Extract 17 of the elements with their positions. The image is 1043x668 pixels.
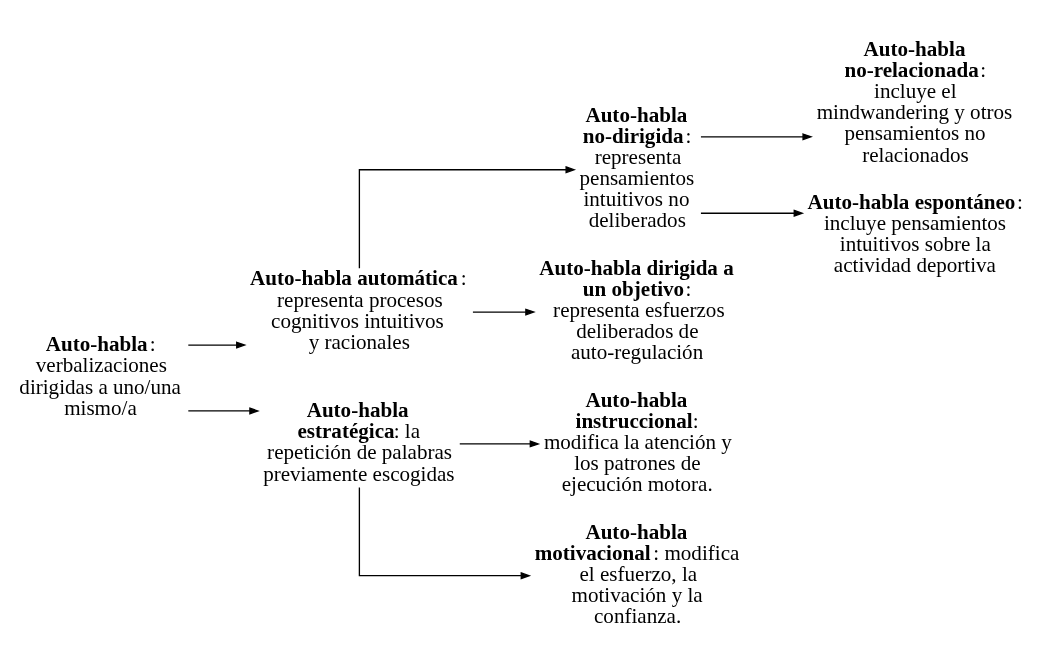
node-text: Auto-habla: verbalizaciones dirigidas a uno/una mismo/a: [19, 331, 181, 420]
arrow: [700, 132, 813, 140]
arrow: [187, 340, 247, 349]
arrow: [459, 439, 541, 448]
node-text: Auto-habla motivacional: modifica el esfuerzo, la motivación y la confianza.: [534, 519, 740, 628]
node-text: Auto-habla automática: representa procesos cognitivos intuitivos y racionales: [250, 265, 467, 354]
arrow: [358, 486, 532, 579]
node-text: Auto-habla no-dirigida: representa pensamientos intuitivos no deliberados: [579, 102, 695, 232]
arrow: [472, 307, 536, 316]
arrow: [187, 406, 260, 415]
node-text: Auto-habla dirigida a un objetivo: representa esfuerzos deliberados de auto-regulación: [539, 255, 734, 364]
node-text: Auto-habla espontáneo: incluye pensamientos intuitivos sobre la actividad deportiva: [807, 189, 1023, 277]
node-text: Auto-habla instruccional: modifica la atención y los patrones de ejecución motora.: [543, 387, 732, 496]
node-text: Auto-habla estratégica: la repetición de palabras previamente escogidas: [263, 397, 455, 486]
arrow: [700, 209, 805, 217]
arrow: [358, 165, 577, 269]
node-text: Auto-habla no-relacionada: incluye el mindwandering y otros pensamientos no relacionados: [816, 36, 1013, 167]
